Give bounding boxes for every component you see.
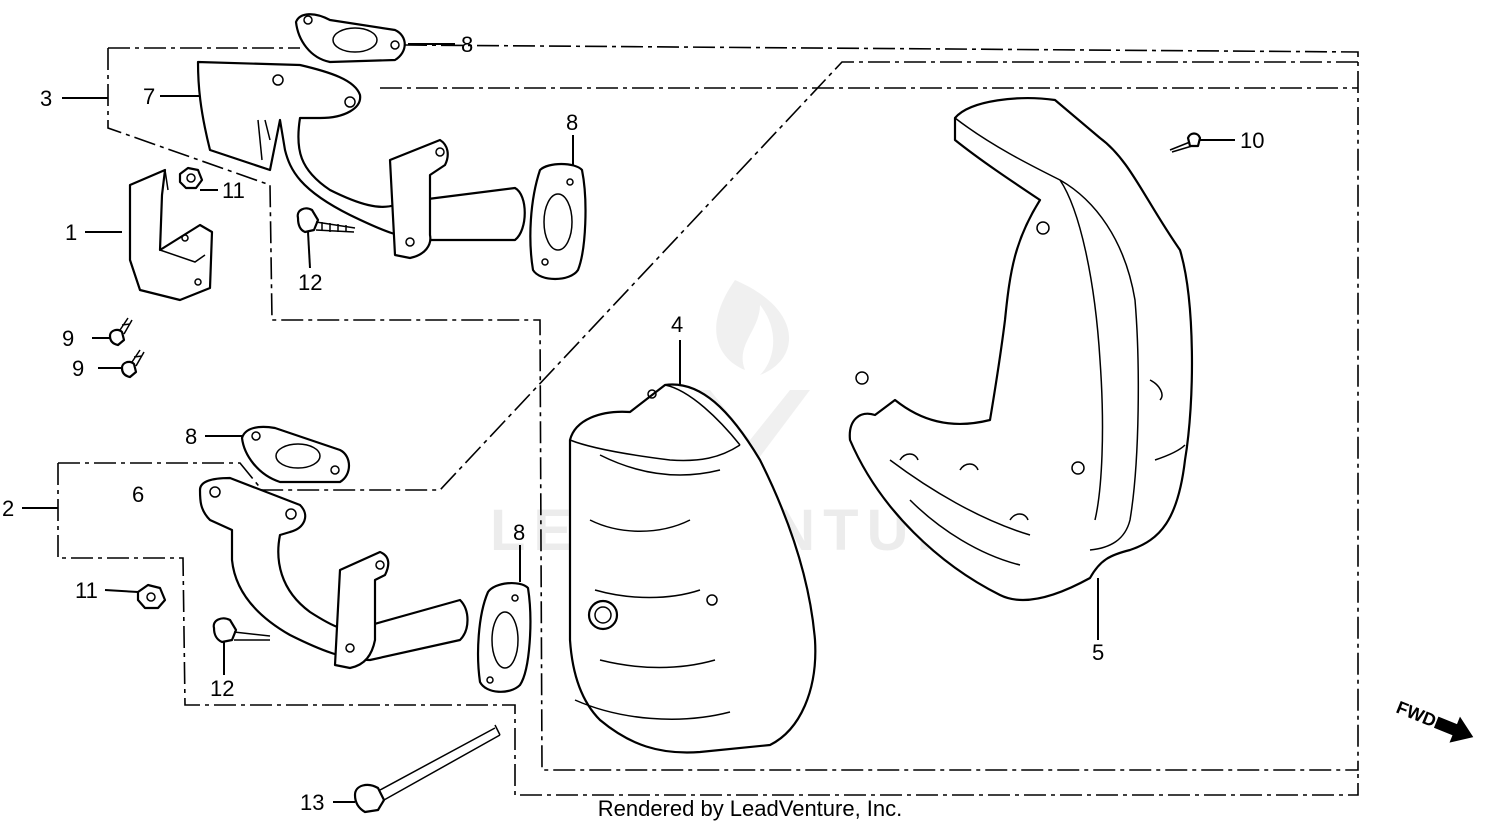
label-7: 7 <box>143 84 155 109</box>
callout-labels: 1 2 3 4 5 6 7 8 8 8 8 9 9 10 11 11 12 12… <box>2 32 1264 815</box>
label-8-right-lower: 8 <box>513 520 525 545</box>
nut-11-upper <box>178 166 204 190</box>
screw-9-upper <box>108 317 133 347</box>
label-8-left-lower: 8 <box>185 424 197 449</box>
bolt-12-lower <box>212 617 271 644</box>
gasket-right-lower <box>476 582 532 693</box>
label-11-lower: 11 <box>75 578 98 603</box>
fwd-arrow-icon <box>1433 716 1474 743</box>
gasket-left-lower <box>240 425 351 484</box>
exhaust-pipe-upper <box>196 60 526 260</box>
fwd-indicator: FWD <box>1394 697 1474 743</box>
group-outlines <box>57 44 1359 796</box>
label-8-top: 8 <box>461 32 473 57</box>
label-9-upper: 9 <box>62 326 74 351</box>
label-3: 3 <box>40 86 52 111</box>
footer-credit: Rendered by LeadVenture, Inc. <box>597 796 903 821</box>
screw-9-lower <box>120 349 145 379</box>
label-12-lower: 12 <box>210 676 234 701</box>
label-6: 6 <box>132 482 144 507</box>
muffler-bracket <box>128 168 214 302</box>
label-1: 1 <box>65 220 77 245</box>
muffler <box>568 383 817 754</box>
group-outline-2 <box>57 61 1359 796</box>
muffler-protector <box>848 97 1194 601</box>
exhaust-pipe-lower <box>198 476 469 670</box>
gasket-top <box>294 13 406 64</box>
screw-10 <box>1169 132 1202 153</box>
group-outline-3 <box>107 44 1359 771</box>
label-12-upper: 12 <box>298 270 322 295</box>
label-5: 5 <box>1092 640 1104 665</box>
bolt-13 <box>353 724 501 814</box>
label-10: 10 <box>1240 128 1264 153</box>
label-11-upper: 11 <box>222 178 245 203</box>
fwd-label: FWD <box>1394 697 1439 731</box>
label-9-lower: 9 <box>72 356 84 381</box>
nut-11-lower <box>136 583 167 610</box>
gasket-right-upper <box>529 162 587 281</box>
label-2: 2 <box>2 496 14 521</box>
leader-lines <box>22 43 1235 803</box>
label-8-right-upper: 8 <box>566 110 578 135</box>
bolt-12-upper <box>296 207 356 234</box>
label-4: 4 <box>671 312 683 337</box>
label-13: 13 <box>300 790 324 815</box>
